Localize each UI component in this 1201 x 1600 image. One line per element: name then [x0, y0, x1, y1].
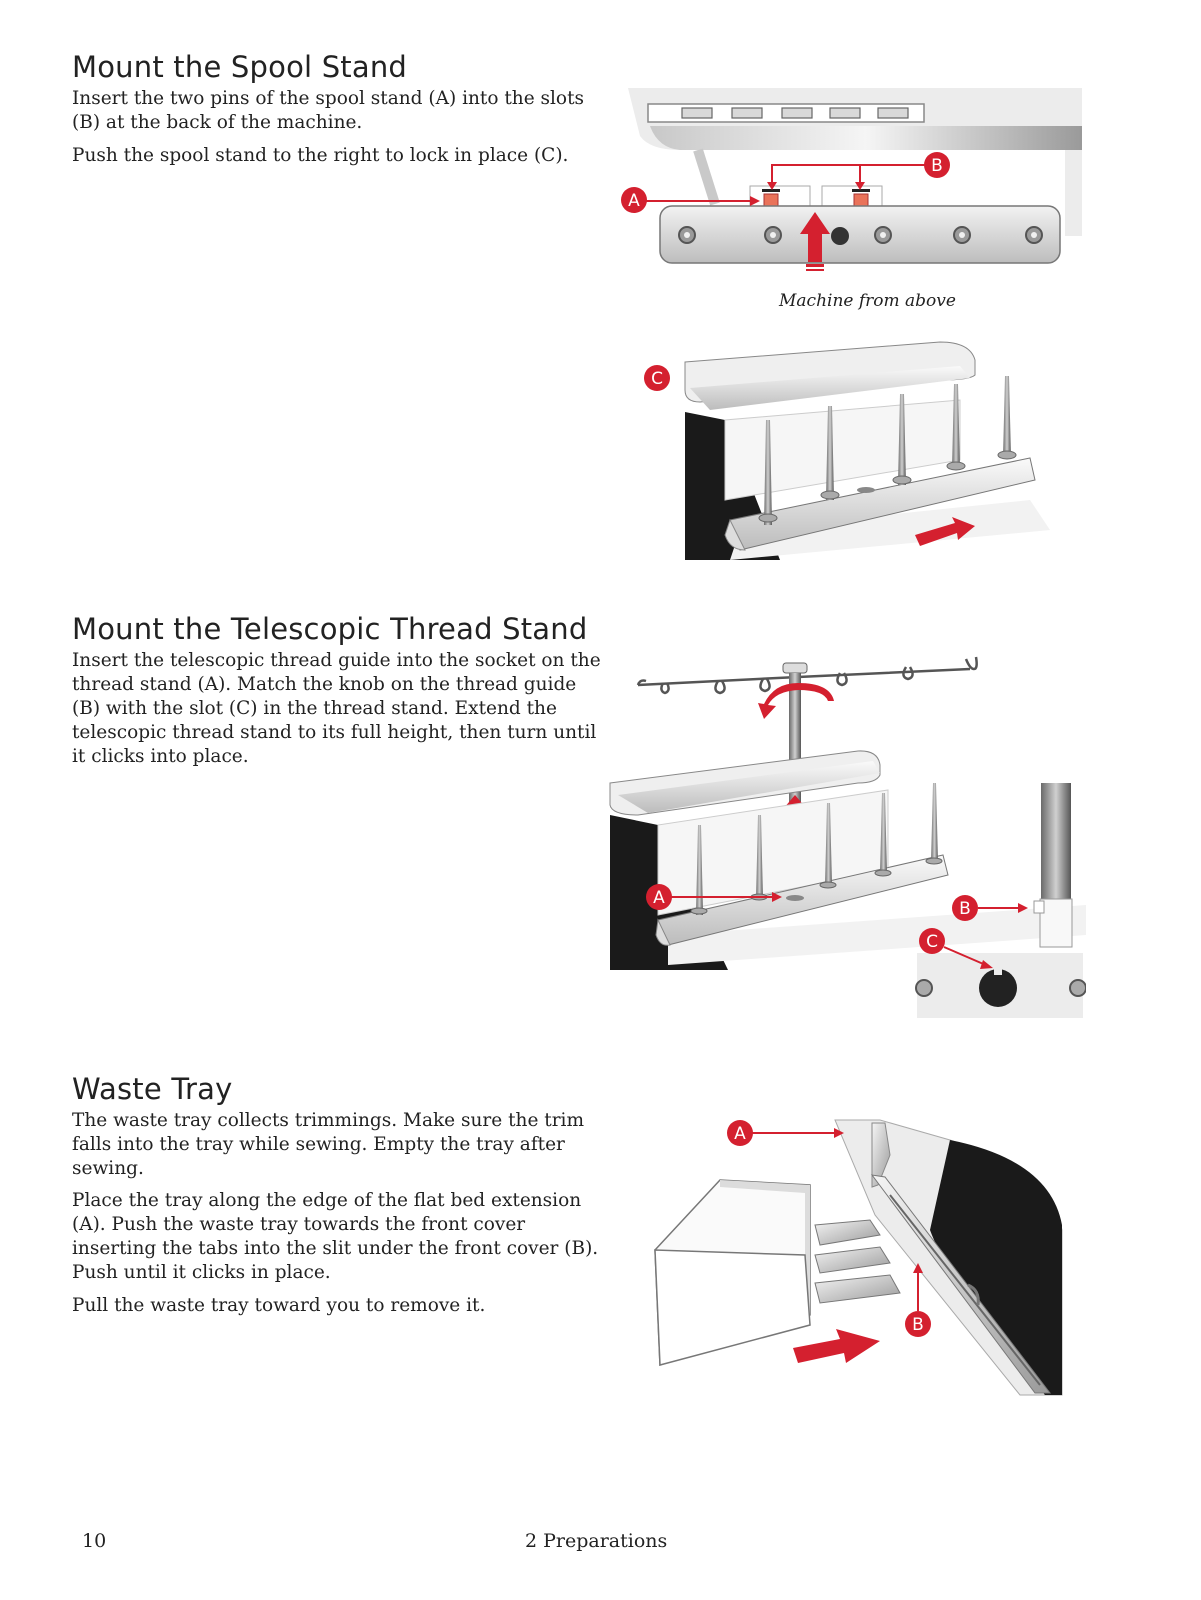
paragraph-line: Insert the telescopic thread guide into … — [72, 650, 601, 671]
callout-a-badge — [646, 884, 672, 910]
paragraph-line: Push until it clicks in place. — [72, 1262, 331, 1283]
callout-b-badge — [924, 152, 950, 178]
paragraph-line: Pull the waste tray toward you to remove… — [72, 1295, 486, 1316]
paragraph-line: (A). Push the waste tray towards the fro… — [72, 1214, 526, 1235]
telescopic-thread-stand-illustration: A B C — [609, 656, 1086, 1018]
paragraph-line: Place the tray along the edge of the fla… — [72, 1190, 582, 1211]
section-heading-thread-stand: Mount the Telescopic Thread Stand — [72, 612, 588, 646]
callout-a-badge — [621, 187, 647, 213]
callout-c-label: C — [651, 369, 663, 389]
callout-a-badge — [727, 1120, 753, 1146]
callout-b-badge — [952, 895, 978, 921]
paragraph-line: telescopic thread stand to its full heig… — [72, 722, 597, 743]
callout-b-label: B — [931, 156, 943, 176]
section-heading-spool-stand: Mount the Spool Stand — [72, 50, 408, 84]
callout-b-badge — [905, 1311, 931, 1337]
figure-caption: Machine from above — [779, 291, 956, 311]
callout-b-label: B — [959, 899, 971, 919]
waste-tray-illustration: A B — [654, 1119, 1063, 1396]
callout-a-label: A — [628, 191, 640, 211]
callout-b-label: B — [912, 1315, 924, 1335]
paragraph-line: Insert the two pins of the spool stand (… — [72, 88, 585, 109]
callout-a-label: A — [734, 1124, 746, 1144]
chapter-title: 2 Preparations — [525, 1530, 668, 1552]
spool-stand-lock-illustration: C — [644, 341, 1050, 560]
paragraph-line: falls into the tray while sewing. Empty … — [72, 1134, 565, 1155]
section-heading-waste-tray: Waste Tray — [72, 1072, 233, 1106]
paragraph-line: sewing. — [72, 1158, 144, 1179]
callout-c-label: C — [926, 932, 938, 952]
paragraph-line: Push the spool stand to the right to loc… — [72, 145, 569, 166]
callout-a-label: A — [653, 888, 665, 908]
spool-stand-top-view-illustration: A B — [621, 88, 1082, 271]
paragraph-line: inserting the tabs into the slit under t… — [72, 1238, 599, 1259]
paragraph-line: (B) with the slot (C) in the thread stan… — [72, 698, 557, 719]
callout-c-badge — [919, 928, 945, 954]
paragraph-line: (B) at the back of the machine. — [72, 112, 363, 133]
paragraph-line: The waste tray collects trimmings. Make … — [72, 1110, 585, 1131]
callout-c-badge — [644, 365, 670, 391]
paragraph-line: thread stand (A). Match the knob on the … — [72, 674, 577, 695]
page-number: 10 — [82, 1530, 107, 1552]
paragraph-line: it clicks into place. — [72, 746, 249, 767]
